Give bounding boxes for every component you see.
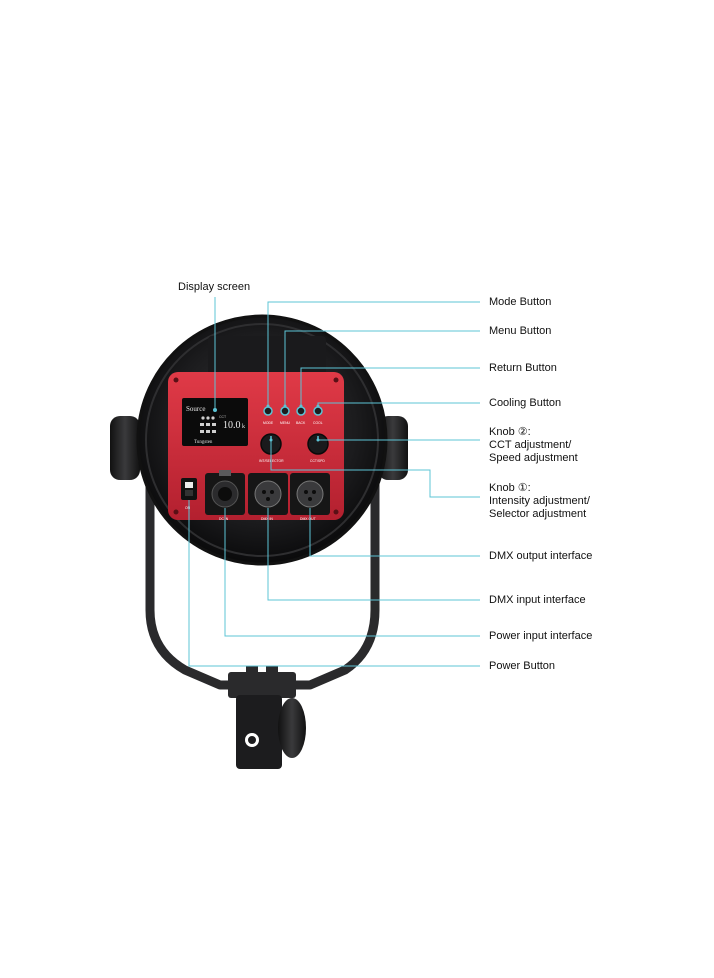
switch-label: ON [185, 506, 191, 510]
knob-1-label: INT/SELECTOR [259, 459, 284, 463]
port-dmx-out-label: DMX OUT [300, 517, 316, 521]
callout-knob-2: Knob ②: CCT adjustment/ Speed adjustment [489, 426, 578, 464]
callout-return-button: Return Button [489, 362, 557, 374]
mount-adapter [228, 666, 296, 769]
callout-display-screen: Display screen [178, 281, 251, 293]
dmx-output-port[interactable] [290, 473, 330, 515]
port-dmx-in-label: DMX IN [261, 517, 273, 521]
callout-knob-1: Knob ①: Intensity adjustment/ Selector a… [489, 482, 590, 520]
power-switch[interactable] [181, 478, 197, 500]
leader-lines [188, 297, 480, 667]
return-button[interactable] [296, 406, 306, 416]
leader-dots [213, 404, 320, 442]
callout-mode-button: Mode Button [489, 296, 552, 308]
port-power-label: DC IN [219, 517, 229, 521]
screen-value: 10.0 [223, 420, 241, 431]
screen-title: Source [186, 405, 205, 413]
power-input-port[interactable] [205, 470, 245, 515]
menu-button[interactable] [280, 406, 290, 416]
screen-mode: Tungsten [194, 440, 213, 445]
mode-button[interactable] [263, 406, 273, 416]
display-screen [182, 398, 248, 446]
callout-cooling-button: Cooling Button [489, 397, 562, 409]
mount-lock-knob[interactable] [278, 698, 306, 758]
callout-dmx-output: DMX output interface [489, 550, 593, 562]
knob-2-label: CCT/SPD [310, 459, 325, 463]
btn-menu-label: MENU [280, 421, 291, 425]
screen-icons [200, 416, 216, 433]
btn-back-label: BACK [296, 421, 306, 425]
cooling-button[interactable] [313, 406, 323, 416]
btn-mode-label: MODE [263, 421, 274, 425]
top-vent-block [208, 336, 326, 376]
callout-power-input: Power input interface [489, 630, 593, 642]
screen-small-label: CCT [219, 415, 227, 419]
btn-cool-label: COOL [313, 421, 323, 425]
callout-dmx-input: DMX input interface [489, 594, 586, 606]
dmx-input-port[interactable] [248, 473, 288, 515]
callout-power-button: Power Button [489, 660, 556, 672]
knob-2-cct[interactable] [307, 433, 329, 455]
screen-value-unit: k [242, 424, 245, 430]
callout-menu-button: Menu Button [489, 325, 552, 337]
